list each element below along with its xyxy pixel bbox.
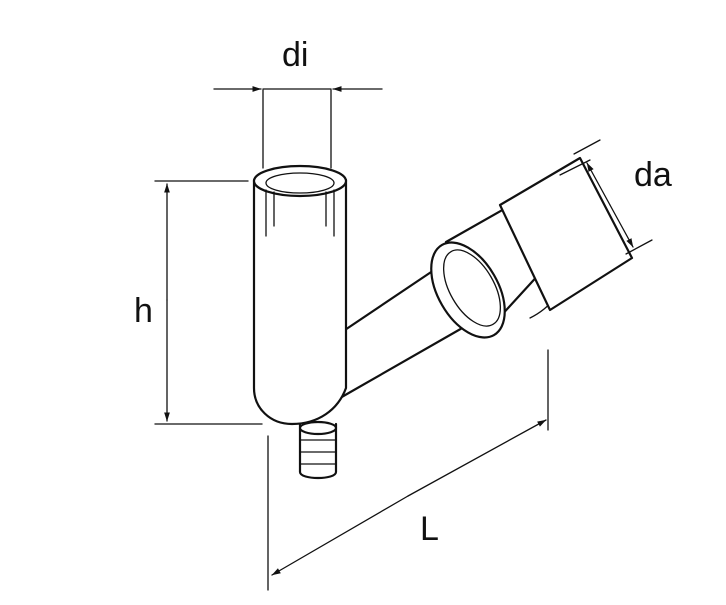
da-extension-top <box>573 139 601 155</box>
di-label: di <box>282 36 308 74</box>
connection-tube <box>498 156 634 312</box>
vertical-pipe-inner-ring <box>265 172 335 194</box>
h-label: h <box>134 292 153 330</box>
siphon-body <box>252 156 634 480</box>
connection-tube-highlight <box>559 159 591 176</box>
L-arrow-right <box>407 419 547 497</box>
coupling-end-ring <box>430 241 506 339</box>
L-label: L <box>420 510 439 548</box>
dimension-h: h <box>134 180 263 425</box>
da-arrow-up <box>586 162 611 206</box>
dimension-L: L <box>267 349 549 591</box>
drain-plug-top <box>298 420 338 436</box>
dimension-di: di <box>213 36 383 169</box>
L-arrow-left <box>271 495 409 576</box>
dimension-da: da <box>573 139 672 255</box>
coupling-inner-ring <box>442 249 502 327</box>
da-label: da <box>634 156 672 194</box>
da-arrow-down <box>609 204 634 248</box>
da-extension-bottom <box>625 239 653 255</box>
vertical-pipe-top-ring <box>252 164 348 198</box>
vertical-pipe <box>252 178 348 426</box>
